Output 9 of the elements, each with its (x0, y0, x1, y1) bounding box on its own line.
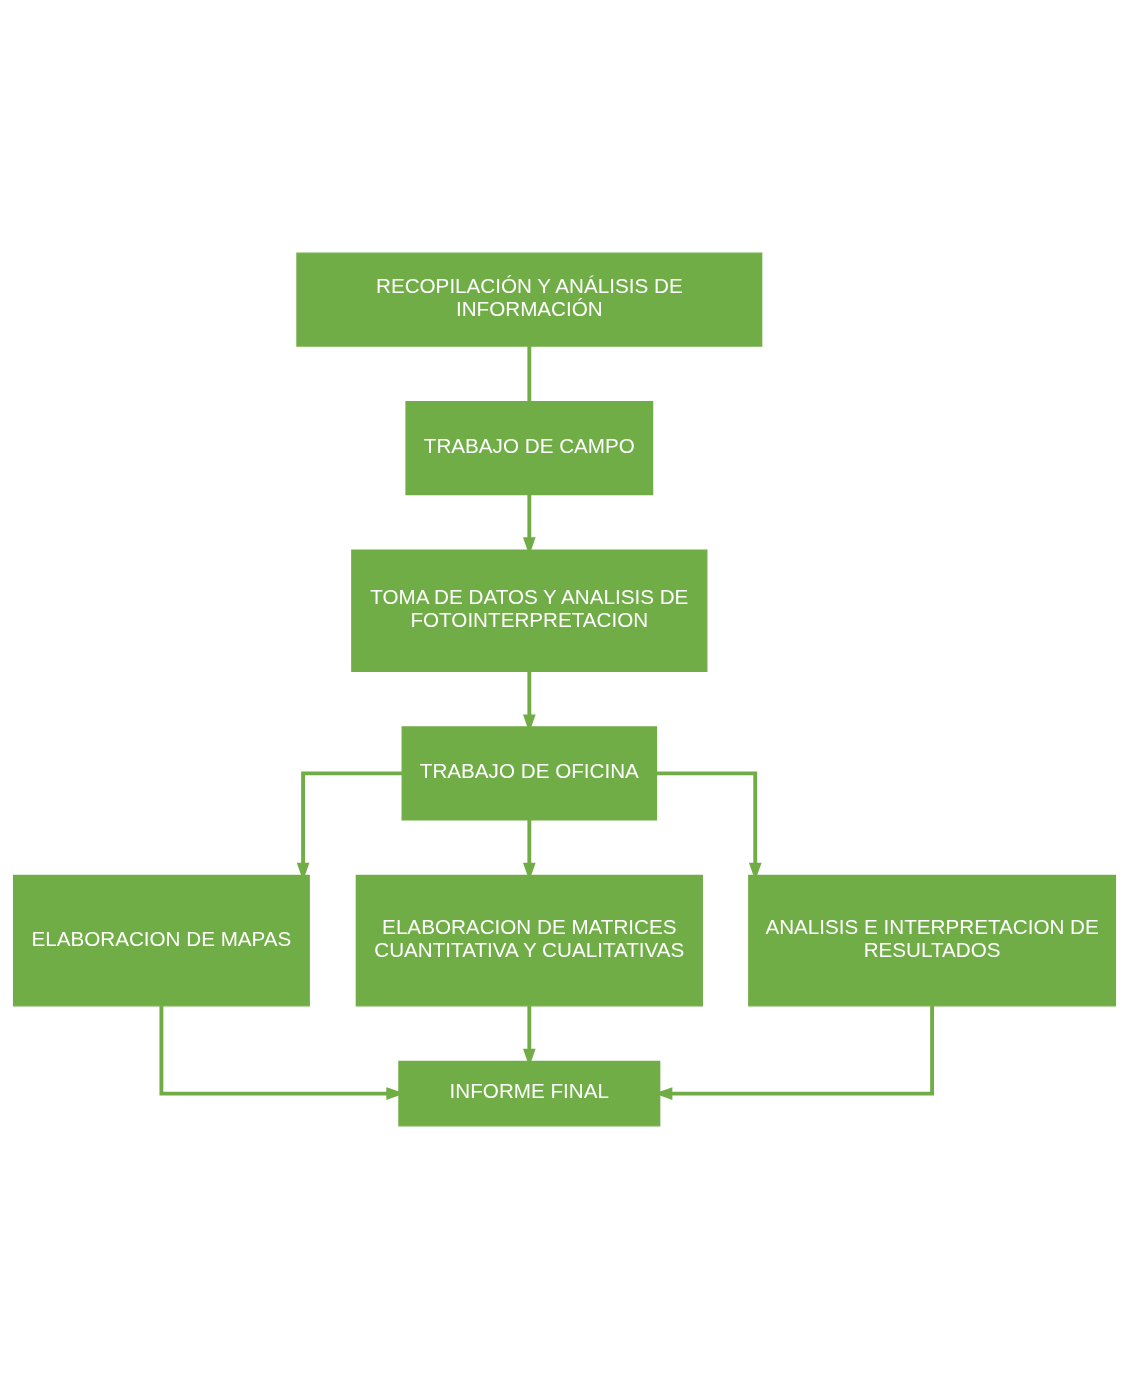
node-box: TOMA DE DATOS Y ANALISIS DE FOTOINTERPRETACION (351, 548, 708, 672)
node-box: ANALISIS E INTERPRETACION DE RESULTADOS (748, 874, 1117, 1006)
node-box: INFORME FINAL (398, 1060, 661, 1126)
node-box: TRABAJO DE CAMPO (405, 400, 654, 495)
node-box: ELABORACION DE MAPAS (12, 874, 310, 1006)
connector (527, 345, 532, 401)
node-box: TRABAJO DE OFICINA (401, 725, 658, 821)
node-box: ELABORACION DE MATRICES CUANTITATIVA Y CUALITATIVAS (355, 874, 703, 1006)
node-box: RECOPILACIÓN Y ANÁLISIS DE INFORMACIÓN (296, 252, 763, 347)
